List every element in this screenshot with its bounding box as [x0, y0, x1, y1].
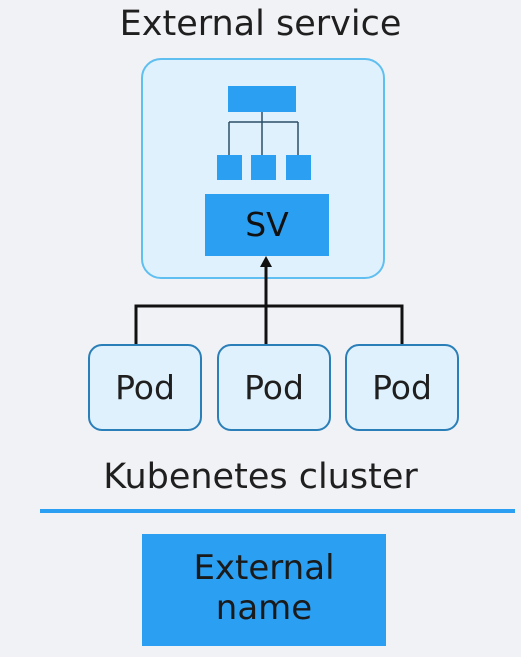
external-name-box: External name [142, 534, 386, 646]
arrow-up-icon [260, 256, 272, 267]
service-block: SV [205, 194, 329, 256]
cluster-divider [40, 509, 515, 513]
pod-box: Pod [345, 344, 459, 431]
external-service-title: External service [119, 4, 402, 44]
pod-connector-lines [134, 262, 404, 346]
external-name-line1: External [193, 548, 335, 588]
pod-box: Pod [88, 344, 202, 431]
pod-box: Pod [217, 344, 331, 431]
cluster-label: Kubenetes cluster [103, 457, 418, 497]
hierarchy-icon [217, 86, 311, 180]
external-name-line2: name [215, 588, 313, 628]
